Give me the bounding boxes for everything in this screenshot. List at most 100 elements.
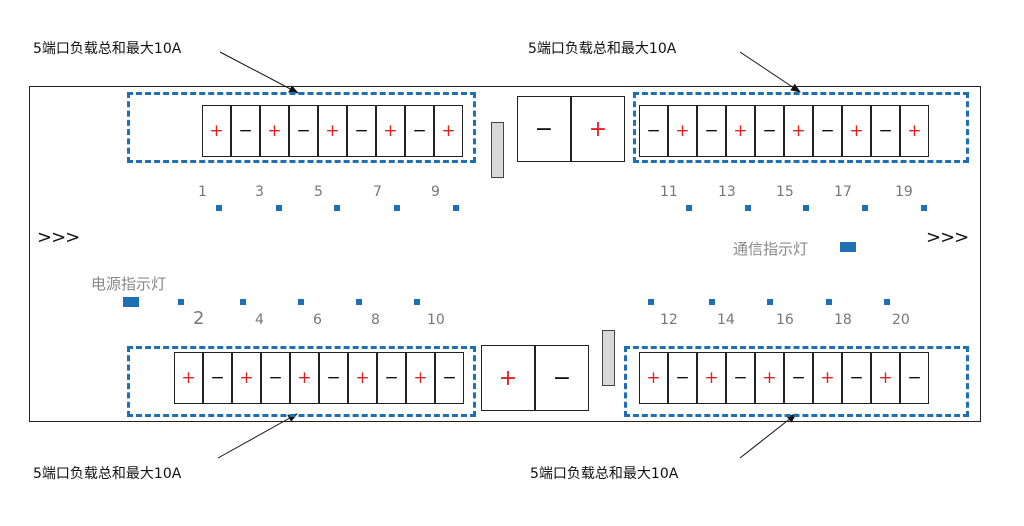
port-number: 2	[193, 308, 205, 329]
port-number: 20	[892, 312, 910, 328]
terminal-minus: −	[319, 352, 348, 404]
terminal-row-bottom-left: +−+−+−+−+−	[174, 352, 464, 404]
port-number: 12	[660, 312, 678, 328]
port-number: 3	[255, 184, 264, 200]
port-led	[686, 205, 692, 211]
callout-top-left: 5端口负载总和最大10A	[33, 41, 182, 57]
port-led	[216, 205, 222, 211]
terminal-minus: −	[517, 96, 571, 162]
port-number: 13	[718, 184, 736, 200]
terminal-minus: −	[755, 105, 784, 157]
port-number: 4	[255, 312, 264, 328]
terminal-minus: −	[813, 105, 842, 157]
terminal-plus: +	[348, 352, 377, 404]
terminal-minus: −	[377, 352, 406, 404]
port-number: 7	[373, 184, 382, 200]
terminal-plus: +	[784, 105, 813, 157]
port-led	[803, 205, 809, 211]
terminal-minus: −	[871, 105, 900, 157]
terminal-plus: +	[376, 105, 405, 157]
comm-indicator-led	[840, 242, 856, 252]
terminal-row-top-right: −+−+−+−+−+	[639, 105, 929, 157]
terminal-plus: +	[900, 105, 929, 157]
group-box-bottom-right	[624, 346, 969, 417]
terminal-minus: −	[668, 352, 697, 404]
arrow-top-right	[739, 51, 801, 93]
terminal-plus: +	[434, 105, 463, 157]
port-number: 8	[371, 312, 380, 328]
port-number: 15	[776, 184, 794, 200]
group-box-top-right	[633, 92, 969, 163]
flow-chevron-left: >>>	[37, 227, 80, 248]
terminal-minus: −	[261, 352, 290, 404]
terminal-plus: +	[481, 345, 535, 411]
terminal-plus: +	[202, 105, 231, 157]
terminal-minus: −	[842, 352, 871, 404]
port-led	[884, 299, 890, 305]
mount-post-bottom	[602, 330, 615, 386]
port-number: 18	[834, 312, 852, 328]
callout-top-right: 5端口负载总和最大10A	[528, 41, 677, 57]
port-number: 19	[895, 184, 913, 200]
port-number: 6	[313, 312, 322, 328]
terminal-minus: −	[726, 352, 755, 404]
terminal-minus: −	[900, 352, 929, 404]
terminal-plus: +	[871, 352, 900, 404]
terminal-plus: +	[697, 352, 726, 404]
port-led	[767, 299, 773, 305]
comm-indicator-label: 通信指示灯	[733, 240, 809, 258]
port-led	[334, 205, 340, 211]
terminal-plus: +	[639, 352, 668, 404]
terminal-row-top-left: +−+−+−+−+	[202, 105, 463, 157]
terminal-plus: +	[318, 105, 347, 157]
port-number: 11	[660, 184, 678, 200]
port-led	[709, 299, 715, 305]
terminal-minus: −	[535, 345, 589, 411]
port-led	[826, 299, 832, 305]
terminal-minus: −	[405, 105, 434, 157]
port-led	[298, 299, 304, 305]
port-led	[921, 205, 927, 211]
terminal-board	[29, 86, 981, 422]
terminal-plus: +	[813, 352, 842, 404]
terminal-minus: −	[231, 105, 260, 157]
port-number: 16	[776, 312, 794, 328]
terminal-plus: +	[290, 352, 319, 404]
power-indicator-led	[123, 297, 139, 307]
port-number: 1	[198, 184, 207, 200]
port-number: 5	[314, 184, 323, 200]
terminal-minus: −	[639, 105, 668, 157]
port-number: 17	[834, 184, 852, 200]
terminal-minus: −	[784, 352, 813, 404]
terminal-row-top-center: −+	[517, 96, 625, 162]
callout-bottom-left: 5端口负载总和最大10A	[33, 466, 182, 482]
terminal-minus: −	[435, 352, 464, 404]
terminal-minus: −	[347, 105, 376, 157]
terminal-plus: +	[755, 352, 784, 404]
port-led	[356, 299, 362, 305]
terminal-row-bottom-right: +−+−+−+−+−	[639, 352, 929, 404]
port-led	[276, 205, 282, 211]
port-number: 9	[431, 184, 440, 200]
mount-post-top	[491, 122, 504, 178]
group-box-top-left	[127, 92, 476, 163]
callout-bottom-right: 5端口负载总和最大10A	[530, 466, 679, 482]
terminal-plus: +	[174, 352, 203, 404]
port-led	[453, 205, 459, 211]
terminal-plus: +	[232, 352, 261, 404]
port-led	[394, 205, 400, 211]
terminal-plus: +	[726, 105, 755, 157]
port-number: 14	[717, 312, 735, 328]
port-number: 10	[427, 312, 445, 328]
terminal-plus: +	[842, 105, 871, 157]
port-led	[178, 299, 184, 305]
group-box-bottom-left	[127, 346, 476, 417]
terminal-plus: +	[571, 96, 625, 162]
terminal-row-bottom-center: +−	[481, 345, 589, 411]
port-led	[862, 205, 868, 211]
terminal-plus: +	[406, 352, 435, 404]
flow-chevron-right: >>>	[926, 227, 969, 248]
terminal-minus: −	[289, 105, 318, 157]
port-led	[240, 299, 246, 305]
port-led	[745, 205, 751, 211]
